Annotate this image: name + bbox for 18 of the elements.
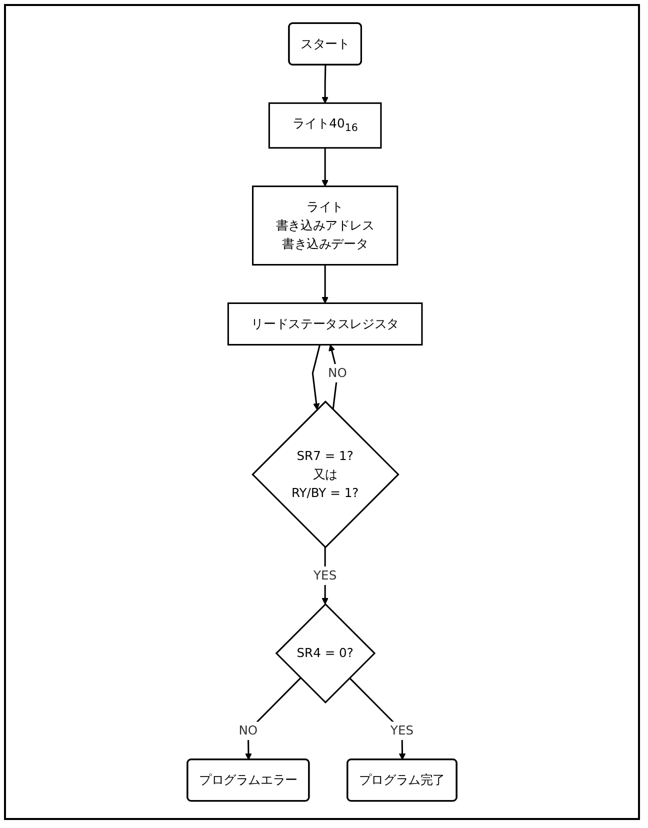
arrow bbox=[245, 677, 302, 760]
edge-label: NO bbox=[328, 366, 347, 380]
diagram-frame: NO YES NO YES スタート ライト40$_{16}$ ライト 書き込みアドレス 書き込みデータ リードステータスレジスタ SR7 = 1? 又は RY/BY = 1? SR4 = 0? プログラムエラー プログラム完了 bbox=[4, 4, 640, 820]
arrow bbox=[328, 344, 338, 410]
edge-label: NO bbox=[238, 723, 258, 738]
arrow bbox=[348, 677, 406, 760]
node-diamond bbox=[275, 603, 376, 704]
node-box bbox=[252, 186, 398, 266]
node-box bbox=[227, 302, 423, 346]
node-box bbox=[268, 102, 382, 149]
edge-label: YES bbox=[390, 723, 414, 738]
edge-label: YES bbox=[314, 568, 337, 583]
arrow bbox=[322, 547, 328, 604]
arrow bbox=[312, 344, 321, 410]
arrow bbox=[322, 65, 328, 104]
arrow bbox=[322, 148, 328, 187]
node-diamond bbox=[252, 400, 400, 548]
arrow bbox=[322, 264, 328, 304]
